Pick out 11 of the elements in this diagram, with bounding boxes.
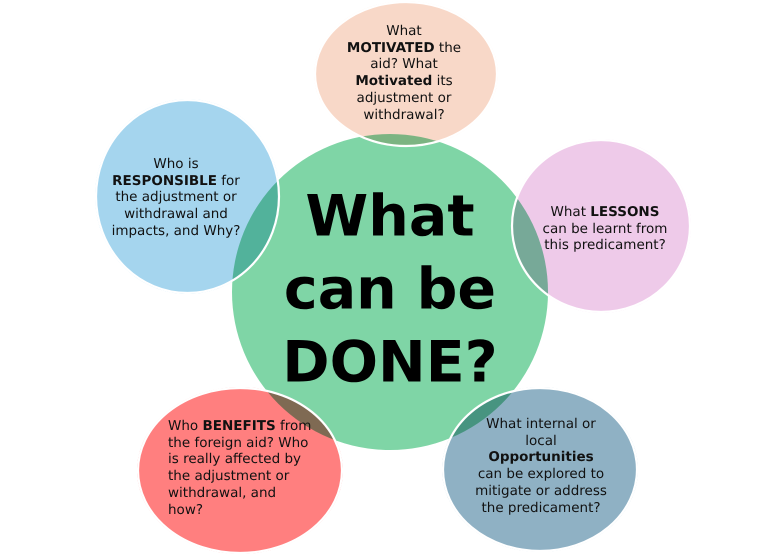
- question-text: What MOTIVATED the aid? What Motivated its adjustment or withdrawal?: [346, 22, 462, 124]
- question-circle: [442, 387, 638, 552]
- question-circle: [511, 139, 691, 313]
- question-text: What internal or local Opportunities can be explored to mitigate or address the predicament?: [475, 416, 607, 516]
- question-text: Who BENEFITS from the foreign aid? Who is really affected by the adjustment or withdrawal, and how?: [168, 418, 312, 518]
- question-circle: [95, 99, 280, 294]
- question-text: What LESSONS can be learnt from this predicament?: [542, 204, 668, 254]
- question-circle: [314, 1, 498, 147]
- main-question-text: What can be DONE?: [281, 182, 499, 398]
- question-text: Who is RESPONSIBLE for the adjustment or withdrawal and impacts, and Why?: [110, 156, 242, 240]
- question-circle: [137, 387, 343, 554]
